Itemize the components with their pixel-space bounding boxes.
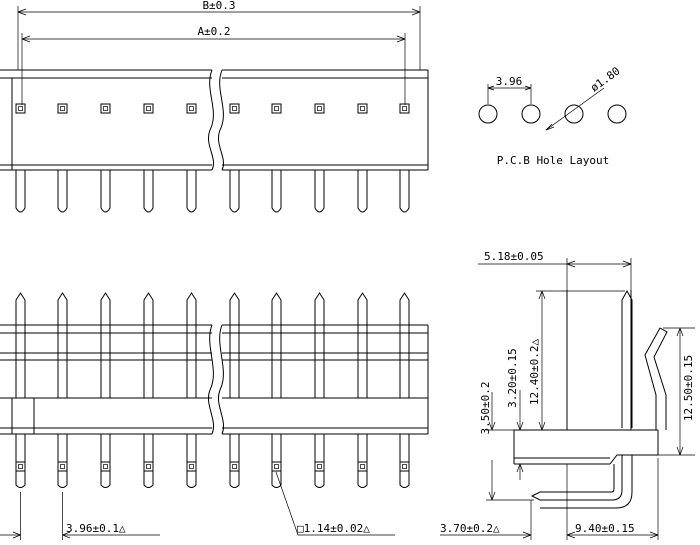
side-dim-350-label: 3.50±0.2: [479, 382, 492, 435]
side-dim-940-label: 9.40±0.15: [575, 522, 635, 535]
pcb-hole: [564, 104, 584, 124]
front-pin: [57, 292, 68, 488]
pcb-hole-layout: 3.96 ø1.80 P.C.B Hole Layout: [478, 64, 627, 167]
top-pin: [143, 103, 154, 213]
front-pin: [271, 292, 282, 488]
pin-square-leader: [275, 471, 299, 536]
pin-square-label: □1.14±0.02△: [297, 522, 370, 535]
top-pin: [314, 103, 325, 213]
side-dim-370-label: 3.70±0.2△: [440, 522, 500, 535]
top-pin: [229, 103, 240, 213]
top-pin: [357, 103, 368, 213]
top-pin: [57, 103, 68, 213]
top-view: B±0.3 A±0.2: [0, 0, 429, 213]
side-dim-518-label: 5.18±0.05: [484, 250, 544, 263]
top-pin-row: [15, 103, 410, 213]
front-pin: [357, 292, 368, 488]
side-dim-1250-label: 12.50±0.15: [682, 355, 695, 421]
side-view: 5.18±0.05 12.40±0.2△ 3.20±0.15: [440, 250, 695, 540]
hole-dia-label: ø1.80: [588, 64, 622, 94]
front-pin-row: [15, 292, 410, 488]
hole-dia-leader: [545, 87, 605, 131]
pcb-caption: P.C.B Hole Layout: [497, 154, 610, 167]
front-pin: [399, 292, 410, 488]
front-pin: [15, 292, 26, 488]
front-pin: [314, 292, 325, 488]
dim-a-label: A±0.2: [197, 25, 230, 38]
side-dim-320-label: 3.20±0.15: [506, 348, 519, 408]
pitch-tolerance-label: 3.96±0.1△: [66, 522, 126, 535]
front-pin: [143, 292, 154, 488]
top-pin: [15, 103, 26, 213]
top-pin: [100, 103, 111, 213]
top-pin: [186, 103, 197, 213]
pcb-hole: [607, 104, 627, 124]
top-pin: [271, 103, 282, 213]
pcb-hole: [478, 104, 498, 124]
front-pin: [100, 292, 111, 488]
side-dim-1240-label: 12.40±0.2△: [528, 339, 541, 406]
front-view: 3.96±0.1△ □1.14±0.02△: [0, 292, 429, 540]
pcb-hole: [521, 104, 541, 124]
top-pin: [399, 103, 410, 213]
front-pin: [186, 292, 197, 488]
pcb-pitch-label: 3.96: [496, 75, 523, 88]
dim-b-label: B±0.3: [202, 0, 235, 12]
front-pin: [229, 292, 240, 488]
